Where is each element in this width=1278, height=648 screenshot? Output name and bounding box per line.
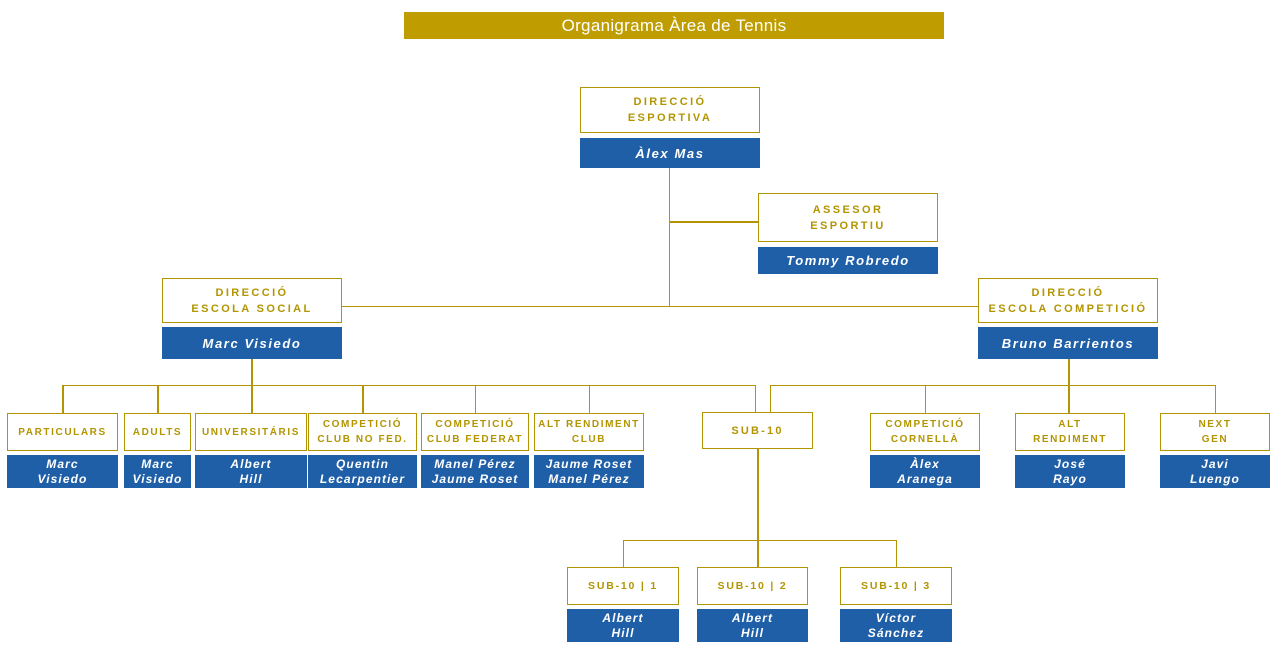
connector-assesor-branch bbox=[668, 221, 759, 223]
role-label: ADULTS bbox=[124, 413, 191, 451]
connector-stub-sub10-3 bbox=[895, 539, 897, 567]
role-label: ALT RENDIMENT CLUB bbox=[534, 413, 644, 451]
connector-right-distribution bbox=[769, 384, 1216, 386]
person-name: Tommy Robredo bbox=[758, 247, 938, 274]
node-direccio-escola-social: DIRECCIÓ ESCOLA SOCIAL Marc Visiedo bbox=[162, 278, 342, 359]
connector-stub-cornella bbox=[924, 384, 926, 413]
connector-direccio-down bbox=[668, 168, 670, 306]
role-label: SUB-10 bbox=[702, 412, 813, 449]
person-name: Marc Visiedo bbox=[124, 455, 191, 488]
role-label: SUB-10 | 1 bbox=[567, 567, 679, 605]
person-name: Quentin Lecarpentier bbox=[308, 455, 417, 488]
person-name: Marc Visiedo bbox=[162, 327, 342, 359]
connector-stub-adults bbox=[157, 384, 159, 413]
person-name: Marc Visiedo bbox=[7, 455, 118, 488]
connector-stub-no-fed bbox=[362, 384, 364, 413]
person-name: Bruno Barrientos bbox=[978, 327, 1158, 359]
node-sub10-1: SUB-10 | 1 Albert Hill bbox=[567, 567, 679, 642]
role-label: DIRECCIÓ ESCOLA COMPETICIÓ bbox=[978, 278, 1158, 323]
node-sub10-3: SUB-10 | 3 Víctor Sánchez bbox=[840, 567, 952, 642]
node-alt-rendiment-club: ALT RENDIMENT CLUB Jaume Roset Manel Pér… bbox=[534, 413, 644, 488]
person-name: Víctor Sánchez bbox=[840, 609, 952, 642]
connector-main-horizontal bbox=[342, 305, 978, 307]
person-name: Manel Pérez Jaume Roset bbox=[421, 455, 529, 488]
connector-competicio-down bbox=[1068, 359, 1070, 413]
connector-stub-next-gen bbox=[1214, 384, 1216, 413]
node-competicio-club-federat: COMPETICIÓ CLUB FEDERAT Manel Pérez Jaum… bbox=[421, 413, 529, 488]
connector-sub10-down bbox=[757, 449, 759, 567]
connector-stub-sub10-1 bbox=[622, 539, 624, 567]
node-particulars: PARTICULARS Marc Visiedo bbox=[7, 413, 118, 488]
role-label: NEXT GEN bbox=[1160, 413, 1270, 451]
node-sub10: SUB-10 bbox=[702, 412, 813, 449]
connector-stub-particulars bbox=[62, 384, 64, 413]
role-label: DIRECCIÓ ESPORTIVA bbox=[580, 87, 760, 133]
role-label: COMPETICIÓ CORNELLÀ bbox=[870, 413, 980, 451]
connector-left-distribution bbox=[62, 384, 756, 386]
person-name: Jaume Roset Manel Pérez bbox=[534, 455, 644, 488]
chart-title: Organigrama Àrea de Tennis bbox=[404, 12, 944, 39]
role-label: COMPETICIÓ CLUB FEDERAT bbox=[421, 413, 529, 451]
connector-stub-federat bbox=[474, 384, 476, 413]
node-assesor-esportiu: ASSESOR ESPORTIU Tommy Robredo bbox=[758, 193, 938, 274]
role-label: ALT RENDIMENT bbox=[1015, 413, 1125, 451]
connector-stub-sub10-left bbox=[754, 384, 756, 412]
role-label: SUB-10 | 3 bbox=[840, 567, 952, 605]
connector-stub-alt-club bbox=[588, 384, 590, 413]
person-name: Javi Luengo bbox=[1160, 455, 1270, 488]
node-competicio-club-no-fed: COMPETICIÓ CLUB NO FED. Quentin Lecarpen… bbox=[308, 413, 417, 488]
role-label: COMPETICIÓ CLUB NO FED. bbox=[308, 413, 417, 451]
node-sub10-2: SUB-10 | 2 Albert Hill bbox=[697, 567, 808, 642]
connector-stub-sub10-right bbox=[769, 384, 771, 412]
role-label: UNIVERSITÁRIS bbox=[195, 413, 307, 451]
connector-social-down bbox=[251, 359, 253, 413]
node-universitaris: UNIVERSITÁRIS Albert Hill bbox=[195, 413, 307, 488]
person-name: Albert Hill bbox=[195, 455, 307, 488]
node-direccio-esportiva: DIRECCIÓ ESPORTIVA Àlex Mas bbox=[580, 87, 760, 168]
connector-sub10-distribution bbox=[622, 539, 897, 541]
person-name: Àlex Aranega bbox=[870, 455, 980, 488]
role-label: ASSESOR ESPORTIU bbox=[758, 193, 938, 242]
person-name: Albert Hill bbox=[697, 609, 808, 642]
person-name: Àlex Mas bbox=[580, 138, 760, 168]
node-competicio-cornella: COMPETICIÓ CORNELLÀ Àlex Aranega bbox=[870, 413, 980, 488]
person-name: José Rayo bbox=[1015, 455, 1125, 488]
node-alt-rendiment: ALT RENDIMENT José Rayo bbox=[1015, 413, 1125, 488]
role-label: PARTICULARS bbox=[7, 413, 118, 451]
role-label: DIRECCIÓ ESCOLA SOCIAL bbox=[162, 278, 342, 323]
node-adults: ADULTS Marc Visiedo bbox=[124, 413, 191, 488]
role-label: SUB-10 | 2 bbox=[697, 567, 808, 605]
person-name: Albert Hill bbox=[567, 609, 679, 642]
node-next-gen: NEXT GEN Javi Luengo bbox=[1160, 413, 1270, 488]
node-direccio-escola-competicio: DIRECCIÓ ESCOLA COMPETICIÓ Bruno Barrien… bbox=[978, 278, 1158, 359]
